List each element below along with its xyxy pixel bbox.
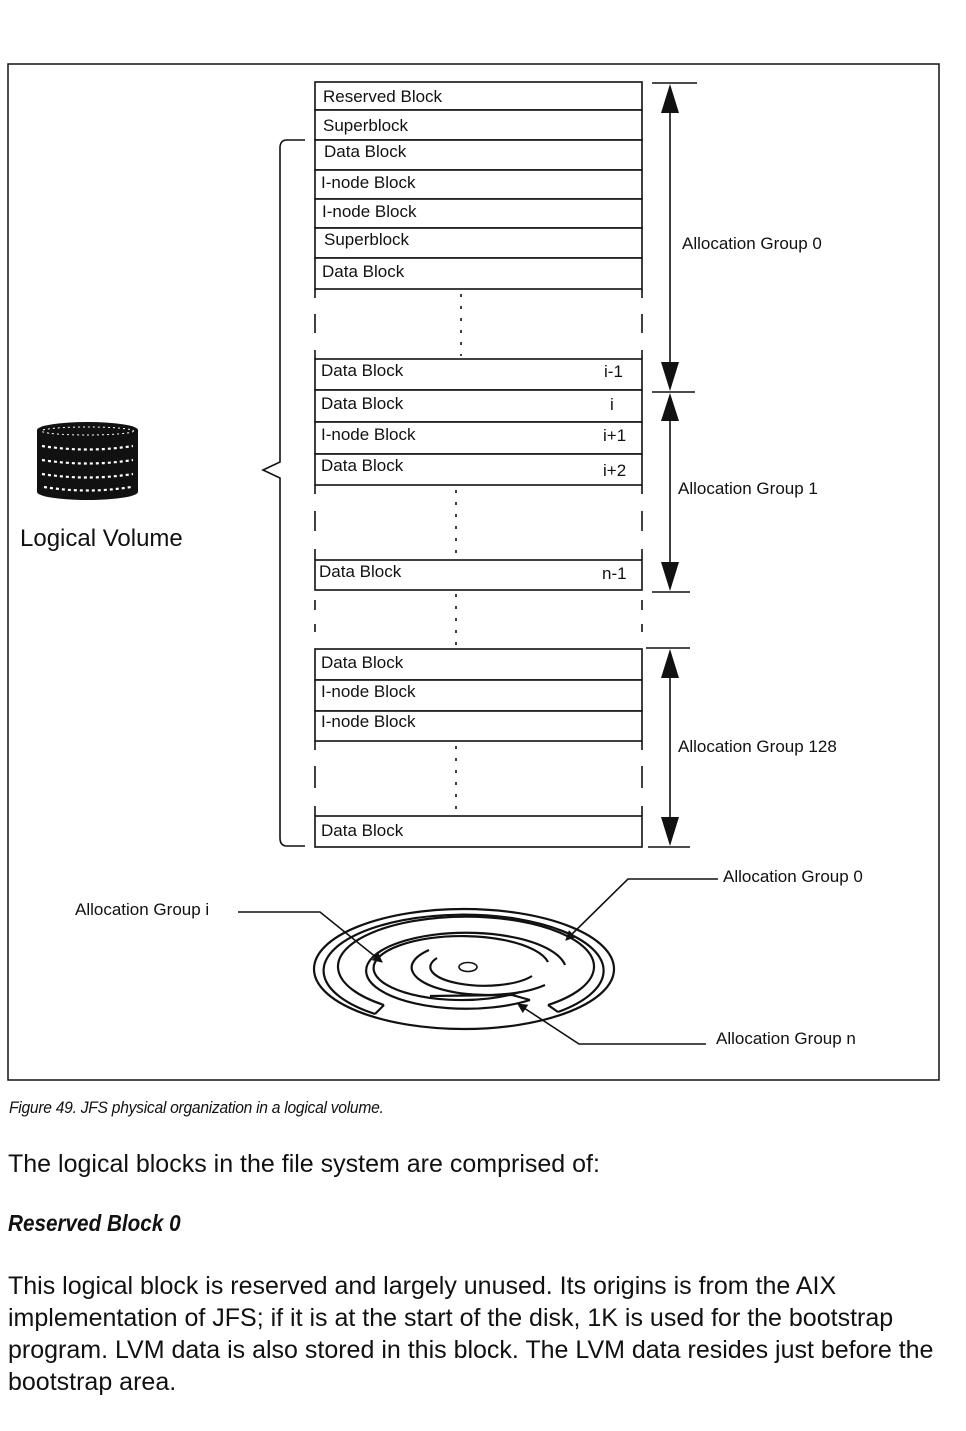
- section-paragraph: This logical block is reserved and large…: [8, 1272, 934, 1396]
- figure-caption: Figure 49. JFS physical organization in …: [9, 1098, 384, 1117]
- disk-platter: [312, 907, 616, 1031]
- block-label: Data Block: [321, 394, 404, 413]
- disk-label-group-0: Allocation Group 0: [723, 867, 863, 886]
- block-row: [314, 453, 643, 486]
- block-row: [314, 139, 643, 171]
- disk-label-group-i: Allocation Group i: [75, 900, 209, 919]
- block-label: Data Block: [321, 821, 404, 840]
- section-heading: Reserved Block 0: [8, 1210, 181, 1236]
- block-label: I-node Block: [321, 682, 416, 701]
- block-label: Data Block: [322, 262, 405, 281]
- disk-spindle: [458, 961, 478, 973]
- block-labels: Reserved Block Superblock Data Block I-n…: [319, 87, 627, 840]
- block-row: [314, 815, 643, 848]
- logical-volume-icon: [37, 422, 138, 500]
- block-label: I-node Block: [321, 173, 416, 192]
- block-label: Superblock: [323, 116, 409, 135]
- jfs-organization-figure: Reserved Block Superblock Data Block I-n…: [7, 63, 940, 1081]
- block-row: [314, 389, 643, 423]
- block-label: I-node Block: [322, 202, 417, 221]
- arrow-down-icon: [661, 817, 679, 846]
- allocation-group-label: Allocation Group 0: [682, 234, 822, 253]
- arrow-up-icon: [661, 649, 679, 678]
- allocation-group-label: Allocation Group 1: [678, 479, 818, 498]
- block-row: [314, 679, 643, 712]
- arrow-down-icon: [661, 362, 679, 391]
- group-dimension-lines: [646, 82, 697, 848]
- group-arrowheads: [661, 84, 679, 846]
- block-label: Data Block: [324, 142, 407, 161]
- arrow-up-icon: [661, 84, 679, 113]
- block-row: [314, 257, 643, 290]
- block-index: i+1: [603, 426, 626, 445]
- block-row: [314, 169, 643, 200]
- arrow-up-icon: [661, 393, 679, 421]
- allocation-group-label: Allocation Group 128: [678, 737, 837, 756]
- block-index: n-1: [602, 564, 627, 583]
- block-label: Data Block: [321, 361, 404, 380]
- block-row: [314, 227, 643, 259]
- block-index: i-1: [604, 362, 623, 381]
- intro-text: The logical blocks in the file system ar…: [8, 1150, 600, 1178]
- figure-frame: [7, 63, 940, 1081]
- disk-label-group-n: Allocation Group n: [716, 1029, 856, 1048]
- block-row: [314, 559, 643, 591]
- logical-volume-label: Logical Volume: [20, 525, 183, 552]
- block-row: [314, 358, 643, 391]
- disk-outer-edge: [312, 907, 616, 1031]
- arrow-down-icon: [661, 562, 679, 591]
- block-stack: [314, 81, 643, 848]
- block-label: I-node Block: [321, 712, 416, 731]
- volume-brace: [261, 139, 305, 847]
- block-label: Data Block: [321, 456, 404, 475]
- block-row: [314, 710, 643, 742]
- block-label: Superblock: [324, 230, 410, 249]
- block-label: Data Block: [321, 653, 404, 672]
- block-label: Reserved Block: [323, 87, 443, 106]
- block-index: i: [610, 395, 614, 414]
- block-label: I-node Block: [321, 425, 416, 444]
- block-label: Data Block: [319, 562, 402, 581]
- gap-markers: [314, 289, 643, 816]
- block-index: i+2: [603, 461, 626, 480]
- disk-callouts: [238, 878, 718, 1045]
